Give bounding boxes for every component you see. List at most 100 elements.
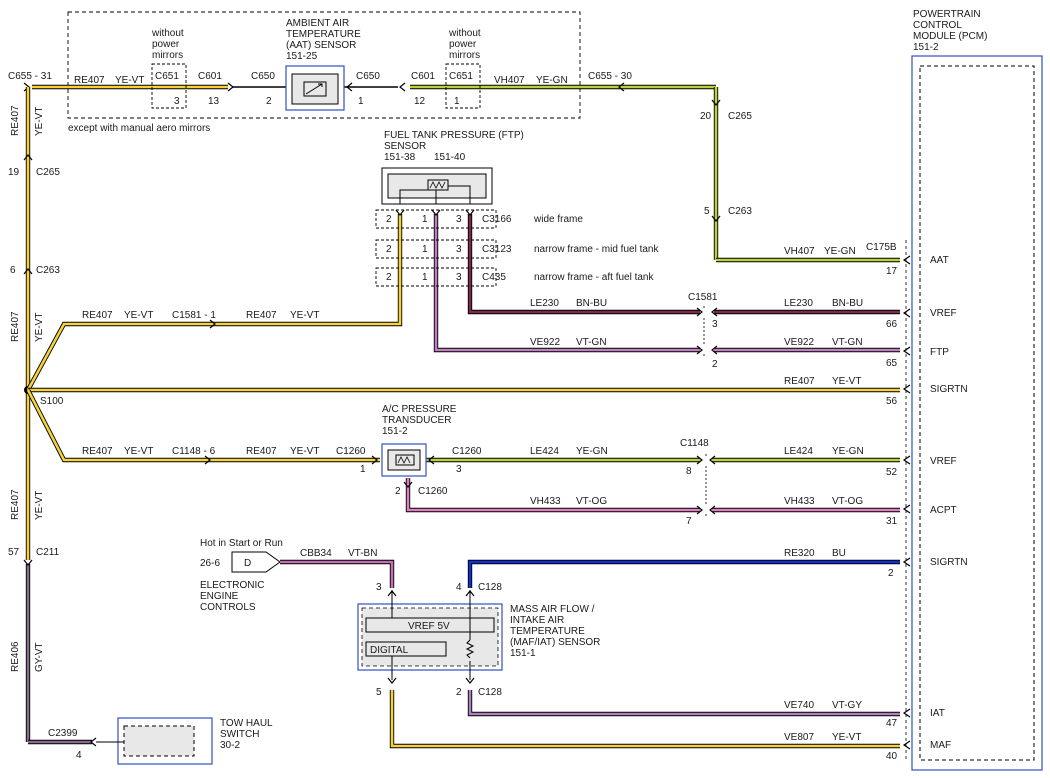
ac-le424-a-code: LE424	[530, 446, 559, 457]
ac-vh433-b-color: VT-OG	[832, 496, 863, 507]
eec-label-3: CONTROLS	[200, 602, 256, 613]
pcm-pin-ftp-number: 65	[886, 358, 898, 369]
maf-pin-bottom-right-label: C128	[478, 687, 502, 698]
ftp-title-2: SENSOR	[384, 141, 426, 152]
ftp-row2-connector: C3123	[482, 244, 512, 255]
ve740-code: VE740	[784, 700, 814, 711]
bus-lower-wire-code: RE407	[10, 489, 21, 520]
aat-pcm-wire-color: YE-GN	[824, 246, 856, 257]
ftp-row2-pin1: 2	[386, 244, 392, 255]
c1260-left-pin: 1	[360, 464, 366, 475]
c650-left-pin: 2	[266, 96, 272, 107]
c1260-bottom-pin: 2	[395, 486, 401, 497]
ac-vh433-a-color: VT-OG	[576, 496, 607, 507]
c650-right-pin: 1	[358, 96, 364, 107]
pcm-pin-vref-label: VREF	[930, 308, 957, 319]
ve807-code: VE807	[784, 732, 814, 743]
bus-top-wire-color: YE-VT	[34, 107, 45, 136]
pcm-pin-vref2-label: VREF	[930, 456, 957, 467]
pcm-pin-sigrtn-number: 56	[886, 396, 898, 407]
c265-left-pin: 19	[8, 167, 20, 178]
ac-circuit: A/C PRESSURE TRANSDUCER 151-2 C1148 - 6 …	[26, 388, 900, 527]
mirror-note-right-2: power	[449, 39, 477, 50]
cbb34-color: VT-BN	[348, 548, 377, 559]
bus-bottom-wire-code: RE406	[10, 641, 21, 672]
eec-label-1: ELECTRONIC	[200, 580, 264, 591]
c650-right-label: C650	[356, 71, 380, 82]
ftp-ref-2: 151-40	[434, 152, 466, 163]
pcm-pin-iat-number: 47	[886, 718, 898, 729]
ac-re407-b-color: YE-VT	[290, 446, 319, 457]
pcm-pin-vref-number: 66	[886, 319, 898, 330]
ac-title-3: 151-2	[382, 426, 408, 437]
c265-left-label: C265	[36, 167, 60, 178]
maf-vref-label: VREF 5V	[408, 621, 450, 632]
ftp-le230-a-color: BN-BU	[576, 298, 607, 309]
c2399-pin: 4	[76, 750, 82, 761]
tow-title-1: TOW HAUL	[220, 718, 273, 729]
top-left-wire-code: RE407	[74, 75, 105, 86]
pcm-pin-maf-number: 40	[886, 751, 898, 762]
top-left-wire-color: YE-VT	[115, 75, 144, 86]
maf-pin-bottom-left: 5	[376, 687, 382, 698]
maf-pin-top-right-pin: 4	[456, 582, 462, 593]
mirror-note-left-1: without	[151, 28, 184, 39]
bus-lower-wire-color: YE-VT	[34, 491, 45, 520]
maf-title-1: MASS AIR FLOW /	[510, 604, 595, 615]
tow-haul-switch: TOW HAUL SWITCH 30-2 C2399 4	[48, 717, 273, 765]
c1148-left-label: C1148 - 6	[172, 446, 216, 457]
maf-digital-label: DIGITAL	[370, 645, 409, 656]
ftp-row3-connector: C435	[482, 272, 506, 283]
ftp-re407-a-code: RE407	[82, 310, 113, 321]
c263-left-pin: 6	[10, 265, 16, 276]
maf-circuit: Hot in Start or Run 26-6 D ELECTRONIC EN…	[200, 538, 900, 749]
ftp-ve922-b-code: VE922	[784, 337, 814, 348]
c263-right-label: C263	[728, 206, 752, 217]
aat-sensor-title-1: AMBIENT AIR	[286, 18, 349, 29]
c601-right-pin: 12	[414, 96, 426, 107]
ftp-row3-pin3: 3	[456, 272, 462, 283]
c1581-right-label: C1581	[688, 292, 718, 303]
ac-title-1: A/C PRESSURE	[382, 404, 457, 415]
pcm-pins: AAT 17 VREF 66 FTP 65 SIGRTN 56 VREF 52 …	[866, 242, 968, 762]
ve740-color: VT-GY	[832, 700, 862, 711]
c655-right-label: C655 - 30	[588, 71, 632, 82]
ftp-le230-a-code: LE230	[530, 298, 559, 309]
ftp-row1-pin2: 1	[422, 214, 428, 225]
ftp-title-1: FUEL TANK PRESSURE (FTP)	[384, 130, 524, 141]
ftp-re407-a-color: YE-VT	[124, 310, 153, 321]
top-note: except with manual aero mirrors	[68, 123, 210, 134]
aat-sensor-title-2: TEMPERATURE	[286, 29, 361, 40]
ac-le424-a-color: YE-GN	[576, 446, 608, 457]
c655-left-label: C655 - 31	[8, 71, 52, 82]
aat-sensor-title-3: (AAT) SENSOR	[286, 40, 356, 51]
pcm-pin-aat-number: 17	[886, 266, 898, 277]
aat-circuit: C655 - 31 C655 - 30 RE407 YE-VT VH407 YE…	[8, 11, 900, 263]
c1148-right-pin-8: 8	[686, 466, 692, 477]
ac-vh433-a-code: VH433	[530, 496, 561, 507]
ftp-row1-pin3: 3	[456, 214, 462, 225]
pcm-title-line-3: MODULE (PCM)	[913, 31, 987, 42]
pcm-pin-aat-label: AAT	[930, 255, 949, 266]
maf-source-ref: 26-6	[200, 558, 220, 569]
c651-right-pin: 1	[454, 96, 460, 107]
ac-title-2: TRANSDUCER	[382, 415, 451, 426]
mirror-note-left-2: power	[152, 39, 180, 50]
ac-re407-a-code: RE407	[82, 446, 113, 457]
mirror-note-right-1: without	[448, 28, 481, 39]
c1260-left-label: C1260	[336, 446, 366, 457]
sigrtn-wire-color: YE-VT	[832, 376, 861, 387]
bus-top-wire-code: RE407	[10, 105, 21, 136]
c211-label: C211	[36, 547, 60, 558]
c263-left-label: C263	[36, 265, 60, 276]
c601-right-label: C601	[411, 71, 435, 82]
maf-title-4: (MAF/IAT) SENSOR	[510, 637, 600, 648]
c1148-right-label: C1148	[680, 438, 709, 449]
c265-right-pin: 20	[700, 111, 712, 122]
pcm-pin-iat-label: IAT	[930, 708, 945, 719]
bus-bottom-wire-color: GY-VT	[34, 642, 45, 672]
pcm-pin-sigrtn-label: SIGRTN	[930, 384, 968, 395]
c650-left-label: C650	[251, 71, 275, 82]
ftp-le230-b-color: BN-BU	[832, 298, 863, 309]
